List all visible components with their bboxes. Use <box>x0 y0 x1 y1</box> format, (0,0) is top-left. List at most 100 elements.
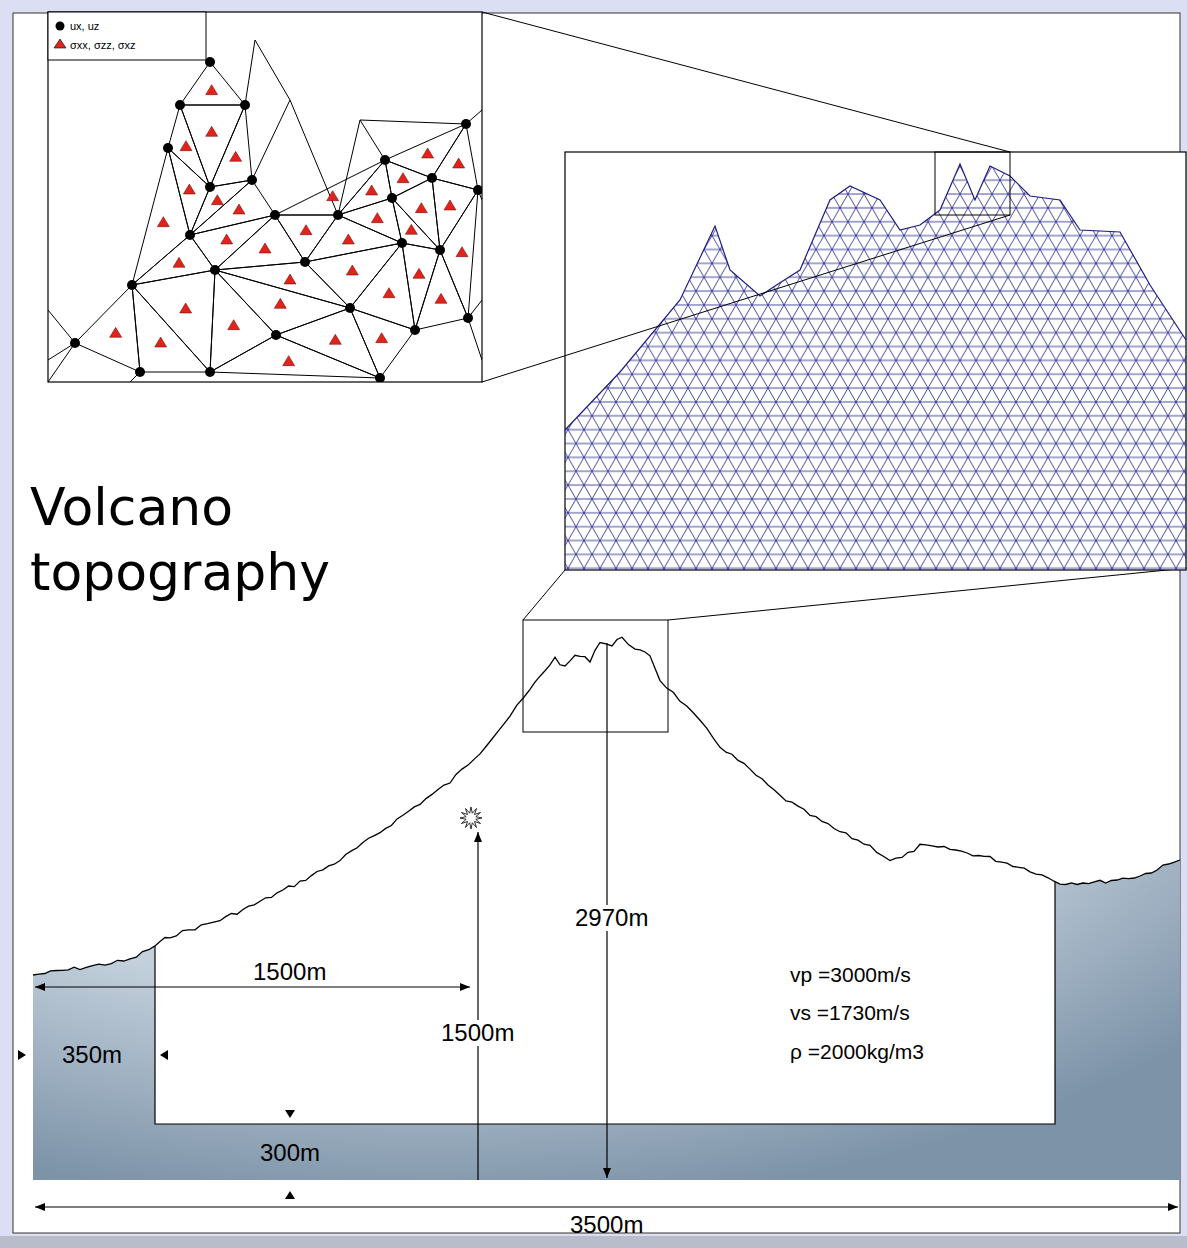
stress-node <box>228 320 240 330</box>
legend-dot <box>56 22 65 31</box>
stress-node <box>383 288 395 298</box>
velocity-node <box>435 245 445 255</box>
velocity-node <box>175 100 185 110</box>
mesh-edge <box>402 243 440 330</box>
mesh-edge <box>132 270 215 372</box>
stress-node <box>206 85 218 95</box>
dimension-label: 1500m <box>438 1020 517 1046</box>
material-parameter: ρ =2000kg/m3 <box>790 1040 924 1063</box>
zoom-box <box>935 152 1010 215</box>
dimension-line <box>35 1206 1178 1207</box>
material-parameter: vs =1730m/s <box>790 1001 910 1024</box>
domain-border <box>155 600 1055 1124</box>
velocity-node <box>427 173 437 183</box>
mesh-edge <box>180 62 245 105</box>
velocity-node <box>185 230 195 240</box>
dimension-label: 300m <box>260 1140 320 1166</box>
stress-node <box>180 303 192 313</box>
stress-node <box>221 234 233 244</box>
stress-node <box>342 234 354 244</box>
velocity-node <box>127 280 137 290</box>
stress-node <box>183 184 195 194</box>
triangular-mesh <box>565 120 1186 570</box>
velocity-node <box>240 100 250 110</box>
mesh-outline <box>565 164 1186 430</box>
mesh-edge <box>210 270 276 372</box>
arrow-tip <box>285 1110 295 1118</box>
stress-node <box>435 293 447 303</box>
mesh-edge <box>75 285 140 372</box>
velocity-node <box>271 330 281 340</box>
stress-node <box>444 200 456 210</box>
stress-node <box>413 268 425 278</box>
stress-node <box>327 191 339 201</box>
velocity-node <box>70 338 80 348</box>
zoom-line <box>523 570 565 620</box>
slide-title: Volcano topography <box>30 475 530 605</box>
velocity-node <box>380 155 390 165</box>
velocity-node <box>210 265 220 275</box>
absorbing-zone <box>33 600 1180 1180</box>
velocity-node <box>397 238 407 248</box>
zoom-box <box>523 620 668 732</box>
arrow-tip <box>160 1050 168 1060</box>
dimension-line <box>35 986 470 987</box>
stress-node <box>283 356 295 366</box>
stress-node <box>211 195 223 205</box>
stress-node <box>230 151 242 161</box>
mesh-edge <box>415 250 468 330</box>
stress-node <box>274 298 286 308</box>
mesh-edge <box>385 124 466 178</box>
velocity-node <box>387 193 397 203</box>
dimensions <box>35 643 1178 1207</box>
stress-node <box>300 225 312 235</box>
stress-node <box>284 274 296 284</box>
velocity-node <box>270 210 280 220</box>
stress-node <box>110 327 122 337</box>
velocity-node <box>135 367 145 377</box>
stress-node <box>206 126 218 136</box>
velocity-node <box>205 367 215 377</box>
stress-node <box>233 204 245 214</box>
stress-node <box>415 203 427 213</box>
inner-domain <box>155 600 1055 1124</box>
mesh-edge <box>276 308 380 378</box>
mesh-edge <box>305 243 402 308</box>
mesh-edge <box>385 160 432 198</box>
stress-node <box>346 265 358 275</box>
stress-node <box>405 224 417 234</box>
zoom-line <box>668 568 1187 620</box>
velocity-node <box>247 175 257 185</box>
mesh-edge <box>432 178 478 250</box>
velocity-node <box>163 143 173 153</box>
velocity-node <box>205 182 215 192</box>
zoom-line <box>482 215 1010 382</box>
zoom-line <box>482 12 1010 152</box>
legend-label: σxx, σzz, σxz <box>70 39 136 51</box>
mesh-edge <box>275 160 385 215</box>
velocity-node <box>473 185 482 195</box>
stress-node <box>422 148 434 158</box>
dimension-label: 350m <box>62 1042 122 1068</box>
mesh-edge <box>392 198 440 250</box>
mesh-edge <box>210 105 252 187</box>
legend-box <box>48 12 206 60</box>
stress-node <box>376 333 388 343</box>
mesh-edge <box>210 335 380 378</box>
mesh-edge <box>215 215 305 270</box>
stress-node <box>456 247 468 257</box>
mesh-edge <box>215 270 350 335</box>
velocity-node <box>333 210 343 220</box>
legend-triangle <box>54 39 66 48</box>
mesh-edge <box>48 40 482 382</box>
mesh-edge <box>440 190 478 318</box>
arrow-tip <box>18 1050 26 1060</box>
mesh-edge <box>132 148 190 285</box>
stress-node <box>155 337 167 347</box>
dimension-line <box>477 832 478 1180</box>
velocity-node <box>461 119 471 129</box>
stress-node <box>329 334 341 344</box>
velocity-node <box>375 373 385 382</box>
arrow-tip <box>285 1191 295 1199</box>
mesh-edge <box>338 198 402 243</box>
